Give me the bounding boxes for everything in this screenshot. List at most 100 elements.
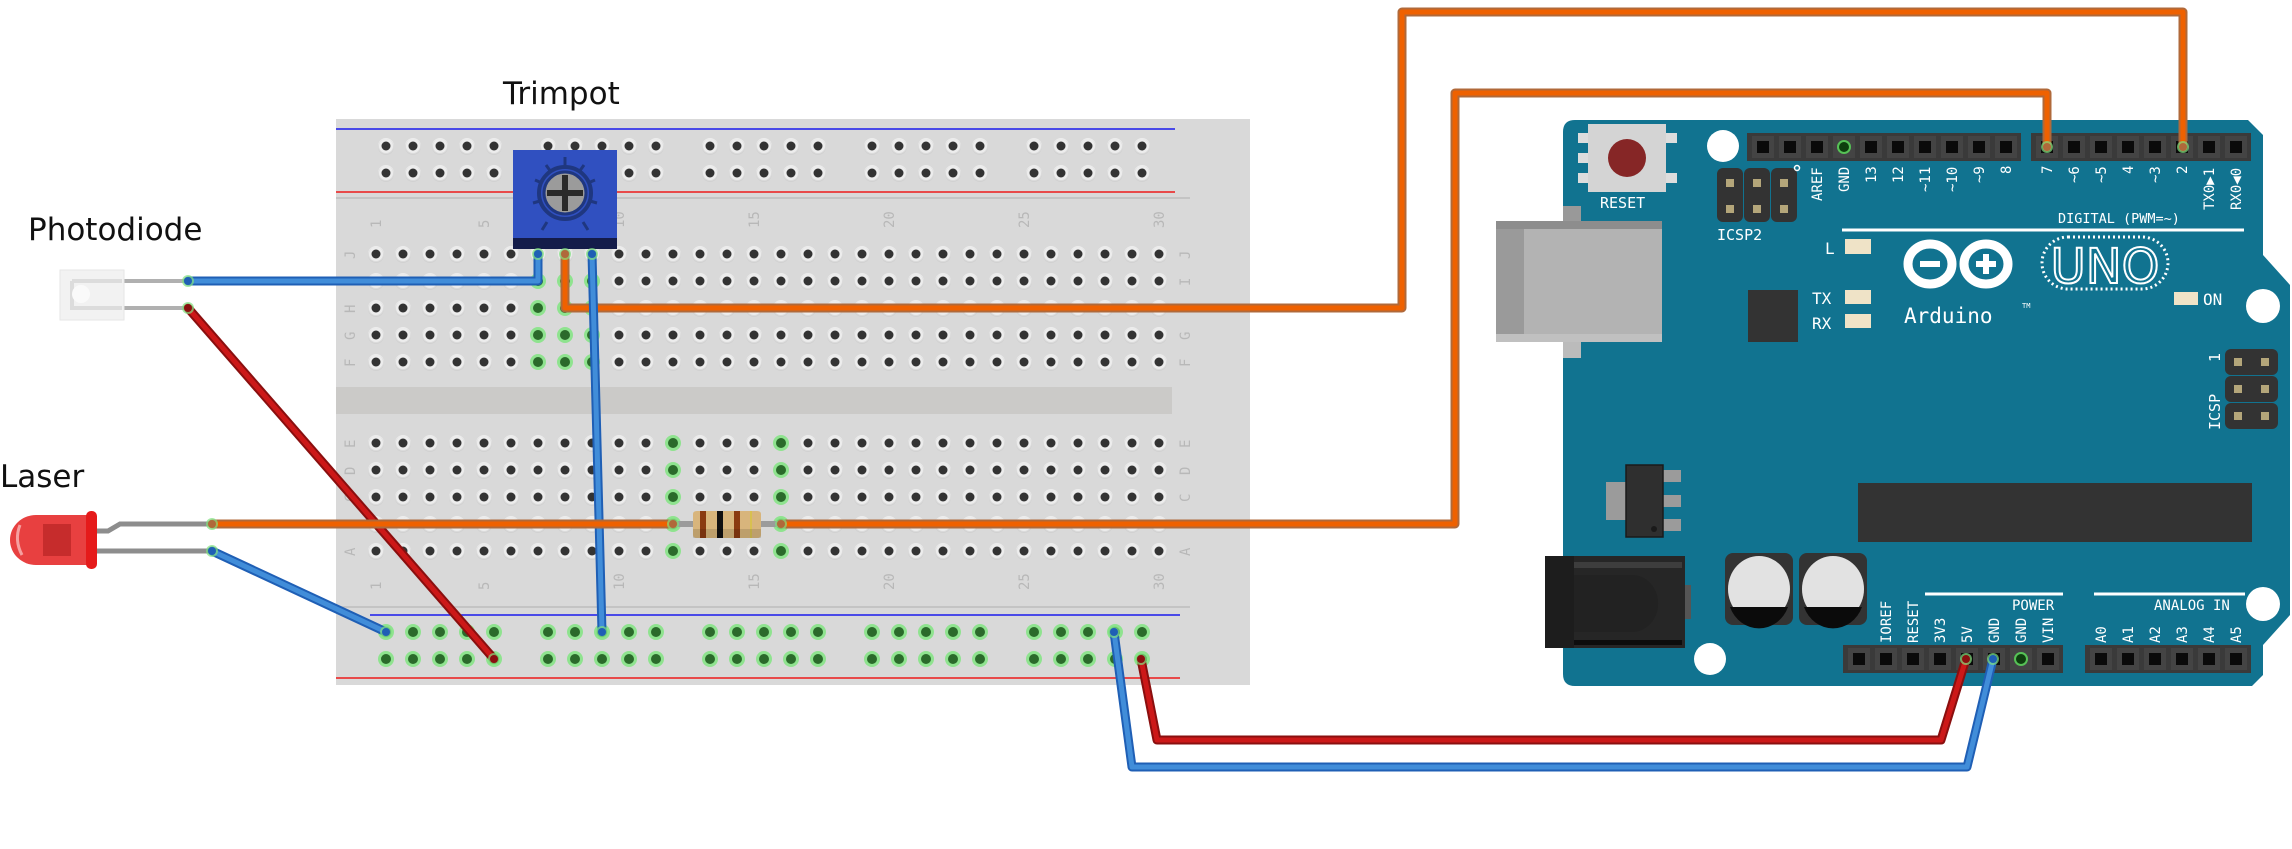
breadboard-hole[interactable] (422, 246, 438, 263)
breadboard-hole[interactable] (962, 462, 978, 479)
breadboard-hole[interactable] (989, 327, 1005, 344)
rail-hole[interactable] (1026, 624, 1042, 640)
breadboard-hole[interactable] (1151, 273, 1167, 290)
header-pin[interactable] (1779, 136, 1801, 158)
breadboard-hole[interactable] (665, 462, 681, 478)
breadboard-hole[interactable] (881, 327, 897, 344)
breadboard-hole[interactable] (665, 246, 681, 263)
header-pin[interactable] (2063, 136, 2085, 158)
breadboard-hole[interactable] (1043, 246, 1059, 263)
breadboard-hole[interactable] (1016, 327, 1032, 344)
rail-hole[interactable] (756, 624, 772, 640)
breadboard-hole[interactable] (557, 462, 573, 479)
breadboard-hole[interactable] (476, 300, 492, 317)
rail-hole[interactable] (405, 138, 421, 155)
breadboard-hole[interactable] (422, 300, 438, 317)
breadboard-hole[interactable] (1043, 543, 1059, 560)
breadboard-hole[interactable] (395, 489, 411, 506)
breadboard-hole[interactable] (773, 354, 789, 371)
breadboard-hole[interactable] (395, 435, 411, 452)
rail-hole[interactable] (432, 651, 448, 667)
breadboard-hole[interactable] (638, 543, 654, 560)
rail-hole[interactable] (756, 138, 772, 155)
breadboard-hole[interactable] (1124, 462, 1140, 479)
header-pin[interactable] (1887, 136, 1909, 158)
breadboard-hole[interactable] (1043, 273, 1059, 290)
breadboard-hole[interactable] (1043, 489, 1059, 506)
rail-hole[interactable] (972, 138, 988, 155)
header-pin[interactable] (2198, 136, 2220, 158)
breadboard-hole[interactable] (1097, 462, 1113, 479)
rail-hole[interactable] (702, 138, 718, 155)
breadboard-hole[interactable] (1043, 462, 1059, 479)
rail-hole[interactable] (810, 165, 826, 182)
breadboard-hole[interactable] (746, 462, 762, 479)
rail-hole[interactable] (945, 138, 961, 155)
breadboard-hole[interactable] (395, 246, 411, 263)
breadboard-hole[interactable] (557, 543, 573, 560)
breadboard-hole[interactable] (449, 327, 465, 344)
breadboard-hole[interactable] (773, 246, 789, 263)
rail-hole[interactable] (648, 165, 664, 182)
breadboard-hole[interactable] (1043, 354, 1059, 371)
breadboard-hole[interactable] (449, 489, 465, 506)
header-pin[interactable] (1995, 136, 2017, 158)
rail-hole[interactable] (783, 624, 799, 640)
rail-hole[interactable] (567, 624, 583, 640)
header-pin[interactable] (1833, 136, 1855, 158)
breadboard-hole[interactable] (1097, 327, 1113, 344)
breadboard-hole[interactable] (476, 462, 492, 479)
breadboard-hole[interactable] (665, 543, 681, 559)
breadboard-hole[interactable] (1151, 489, 1167, 506)
breadboard-hole[interactable] (854, 435, 870, 452)
breadboard-hole[interactable] (665, 435, 681, 451)
wire-rail-to-5v[interactable] (1135, 653, 1972, 745)
rail-hole[interactable] (540, 624, 556, 640)
breadboard-hole[interactable] (800, 489, 816, 506)
breadboard-hole[interactable] (611, 462, 627, 479)
breadboard-hole[interactable] (368, 435, 384, 452)
breadboard-hole[interactable] (1097, 543, 1113, 560)
rail-hole[interactable] (1107, 165, 1123, 182)
breadboard-hole[interactable] (530, 354, 546, 370)
rail-hole[interactable] (864, 165, 880, 182)
breadboard-hole[interactable] (692, 462, 708, 479)
breadboard-hole[interactable] (1097, 489, 1113, 506)
rail-hole[interactable] (810, 651, 826, 667)
rail-hole[interactable] (1053, 138, 1069, 155)
rail-hole[interactable] (1134, 624, 1150, 640)
breadboard-hole[interactable] (638, 489, 654, 506)
breadboard-hole[interactable] (395, 354, 411, 371)
breadboard-hole[interactable] (449, 354, 465, 371)
header-pin[interactable] (2171, 648, 2193, 670)
breadboard-hole[interactable] (962, 435, 978, 452)
wire-trimpot-to-gnd-rail[interactable] (586, 248, 608, 638)
rail-hole[interactable] (918, 624, 934, 640)
breadboard-hole[interactable] (1151, 462, 1167, 479)
breadboard-hole[interactable] (1124, 543, 1140, 560)
rail-hole[interactable] (459, 165, 475, 182)
breadboard-hole[interactable] (1097, 435, 1113, 452)
rail-hole[interactable] (1026, 138, 1042, 155)
header-pin[interactable] (2117, 648, 2139, 670)
breadboard-hole[interactable] (449, 462, 465, 479)
header-pin[interactable] (1968, 136, 1990, 158)
breadboard-hole[interactable] (1097, 354, 1113, 371)
rail-hole[interactable] (891, 138, 907, 155)
breadboard-hole[interactable] (719, 327, 735, 344)
breadboard-hole[interactable] (476, 489, 492, 506)
breadboard-hole[interactable] (1070, 462, 1086, 479)
rail-hole[interactable] (486, 624, 502, 640)
rail-hole[interactable] (864, 138, 880, 155)
breadboard-hole[interactable] (773, 489, 789, 505)
breadboard-hole[interactable] (908, 327, 924, 344)
breadboard-hole[interactable] (611, 543, 627, 560)
breadboard-hole[interactable] (530, 489, 546, 506)
breadboard-hole[interactable] (368, 300, 384, 317)
breadboard-hole[interactable] (962, 489, 978, 506)
breadboard-hole[interactable] (746, 327, 762, 344)
header-pin[interactable] (1752, 136, 1774, 158)
breadboard-hole[interactable] (557, 435, 573, 452)
header-pin[interactable] (2090, 136, 2112, 158)
rail-hole[interactable] (1053, 165, 1069, 182)
